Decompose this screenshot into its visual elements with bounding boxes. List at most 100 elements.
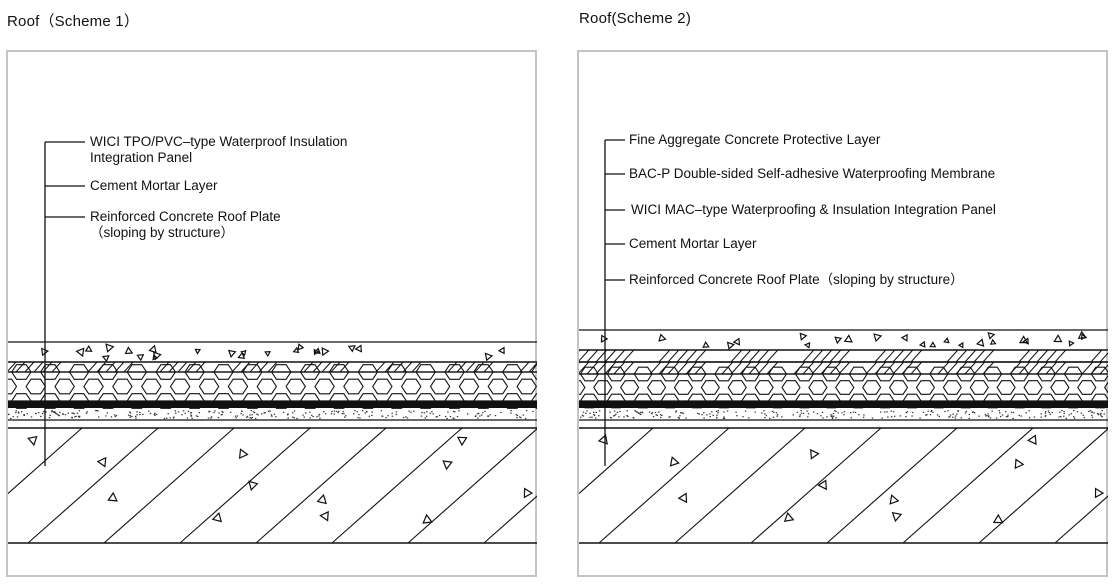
mortar-speck [420, 415, 423, 417]
hatch-stroke [946, 361, 959, 375]
mortar-speck [852, 411, 855, 413]
label-line: Reinforced Concrete Roof Plate [90, 209, 281, 224]
aggregate-triangle [989, 338, 997, 345]
mortar-speck [936, 414, 939, 416]
mortar-speck [35, 412, 37, 414]
mortar-speck [177, 411, 180, 413]
mortar-speck [115, 415, 118, 417]
mortar-speck [736, 415, 738, 417]
concrete-hatch-line [295, 428, 425, 543]
hatch-stroke [739, 349, 752, 363]
mortar-speck [769, 417, 771, 419]
mortar-speck [706, 414, 708, 416]
insulation-hexagon [969, 380, 989, 395]
mortar-speck [807, 413, 810, 415]
insulation-hexagon [213, 364, 234, 380]
mortar-speck [253, 412, 256, 414]
mortar-speck [799, 415, 801, 417]
scheme-2-label-cement-mortar: Cement Mortar Layer [629, 236, 757, 251]
insulation-hexagon [126, 364, 148, 380]
aggregate-triangle [456, 436, 468, 447]
mortar-speck [593, 413, 595, 416]
mortar-speck [131, 415, 133, 418]
aggregate-triangle [297, 343, 305, 351]
mortar-speck [598, 410, 601, 412]
scheme-1-frame [6, 50, 537, 577]
hatch-stroke [802, 349, 815, 363]
mortar-speck [149, 412, 152, 415]
insulation-hexagon [97, 364, 119, 380]
mortar-speck [57, 414, 59, 416]
mortar-speck [221, 410, 223, 413]
insulation-hexagon [112, 378, 133, 395]
hatch-stroke [411, 361, 422, 373]
concrete-hatch-line [560, 428, 690, 543]
mortar-speck [515, 414, 517, 416]
insulation-hexagon [516, 378, 537, 395]
mortar-speck [229, 411, 232, 413]
scheme-2-label-fine-aggregate: Fine Aggregate Concrete Protective Layer [629, 132, 881, 147]
hatch-stroke [973, 361, 986, 375]
mortar-speck [30, 416, 33, 418]
mortar-speck [362, 410, 364, 412]
mortar-speck [356, 411, 358, 413]
aggregate-triangle [658, 333, 667, 342]
insulation-hexagon [1036, 366, 1057, 382]
insulation-hexagon [386, 364, 408, 380]
mortar-speck [1048, 412, 1050, 414]
mortar-speck [387, 415, 389, 417]
mortar-speck [190, 415, 193, 417]
aggregate-triangle [319, 510, 329, 522]
mortar-speck [1045, 411, 1047, 413]
mortar-speck [484, 410, 486, 412]
mortar-speck [591, 416, 593, 418]
hatch-stroke [465, 361, 476, 373]
mortar-speck [257, 414, 259, 416]
mortar-speck [129, 416, 131, 418]
mortar-speck [71, 416, 73, 418]
mortar-speck [792, 414, 794, 416]
hatch-stroke [1109, 350, 1116, 362]
mortar-speck [500, 411, 502, 413]
aggregate-triangle [313, 348, 320, 356]
hatch-stroke [330, 361, 341, 373]
mortar-speck [1007, 414, 1009, 416]
mortar-speck [246, 416, 248, 419]
mortar-speck [712, 414, 714, 416]
mortar-speck [197, 415, 199, 418]
insulation-hexagon [929, 366, 949, 382]
hatch-stroke [685, 349, 698, 363]
scheme-1-label-cement-mortar: Cement Mortar Layer [90, 178, 218, 193]
mortar-speck [354, 410, 356, 412]
mortar-speck [652, 416, 655, 418]
mortar-speck [287, 417, 289, 419]
mortar-speck [51, 410, 54, 412]
insulation-hexagon [0, 394, 2, 409]
mortar-speck [806, 410, 808, 412]
insulation-hexagon [915, 380, 936, 395]
mortar-speck [413, 410, 415, 412]
mortar-speck [1101, 416, 1103, 418]
mortar-speck [626, 410, 628, 412]
mortar-speck [456, 416, 459, 418]
mortar-speck [431, 411, 433, 413]
mortar-speck [948, 416, 950, 418]
mortar-speck [830, 414, 832, 416]
mortar-speck [1091, 411, 1093, 413]
mortar-speck [1091, 412, 1093, 414]
mortar-speck [251, 416, 253, 419]
mortar-speck [71, 412, 73, 414]
mortar-speck [930, 410, 932, 413]
aggregate-triangle [124, 346, 134, 355]
mortar-speck [822, 417, 824, 419]
mortar-speck [723, 411, 725, 413]
mortar-speck [302, 414, 304, 416]
mortar-speck [421, 412, 423, 414]
mortar-speck [98, 416, 100, 418]
mortar-speck [282, 411, 285, 414]
mortar-speck [850, 412, 852, 414]
aggregate-triangle [1094, 487, 1105, 499]
insulation-hexagon [299, 364, 321, 380]
hatch-stroke [186, 361, 197, 373]
mortar-speck [359, 417, 361, 419]
